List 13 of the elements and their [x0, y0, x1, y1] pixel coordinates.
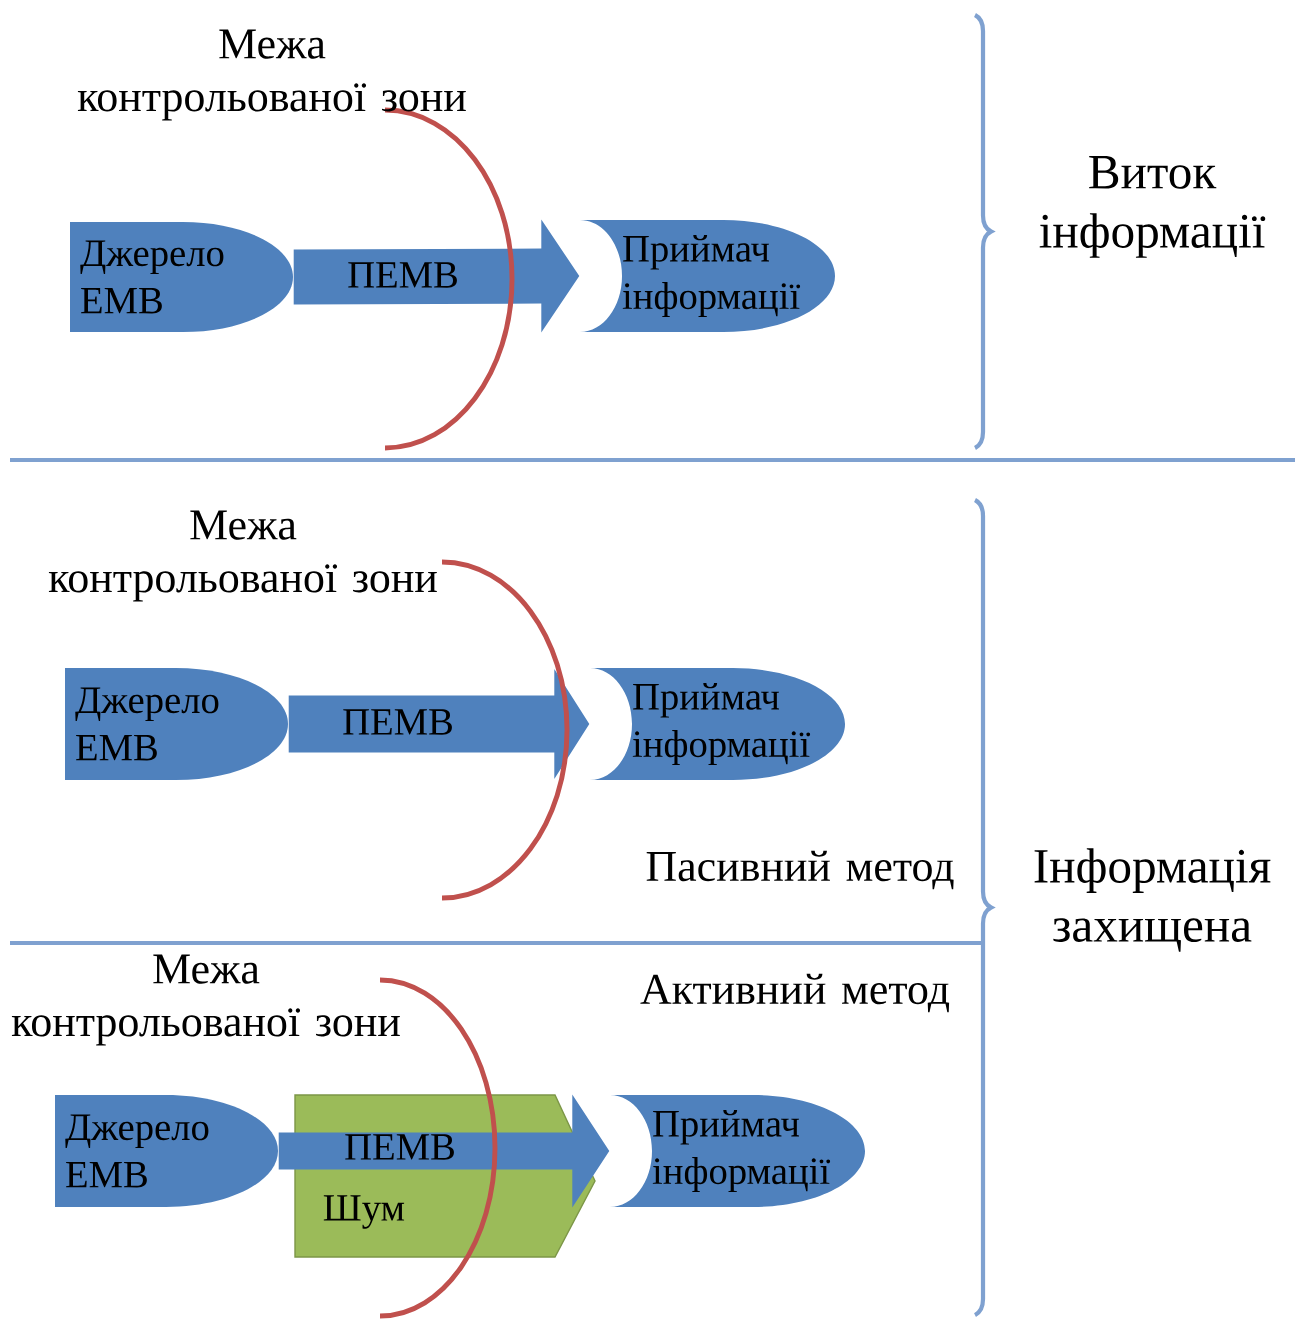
edge-label: ПЕМВ: [343, 709, 452, 735]
block-arrow: [288, 669, 590, 779]
edge-label: ПЕМВ: [345, 1134, 454, 1160]
block-arrow: [278, 1094, 610, 1208]
boundary-label: Межа контрольованої зони: [11, 954, 400, 1046]
edge-label: ПЕМВ: [348, 262, 457, 288]
result-label: Виток інформації: [1039, 156, 1266, 258]
block-arrow: [293, 219, 580, 333]
boundary-label: Межа контрольованої зони: [77, 29, 466, 121]
method-label: Пасивний метод: [646, 850, 954, 890]
boundary-label: Межа контрольованої зони: [48, 510, 437, 602]
result-label: Інформація захищена: [1034, 848, 1271, 952]
method-label: Активний метод: [640, 973, 950, 1013]
